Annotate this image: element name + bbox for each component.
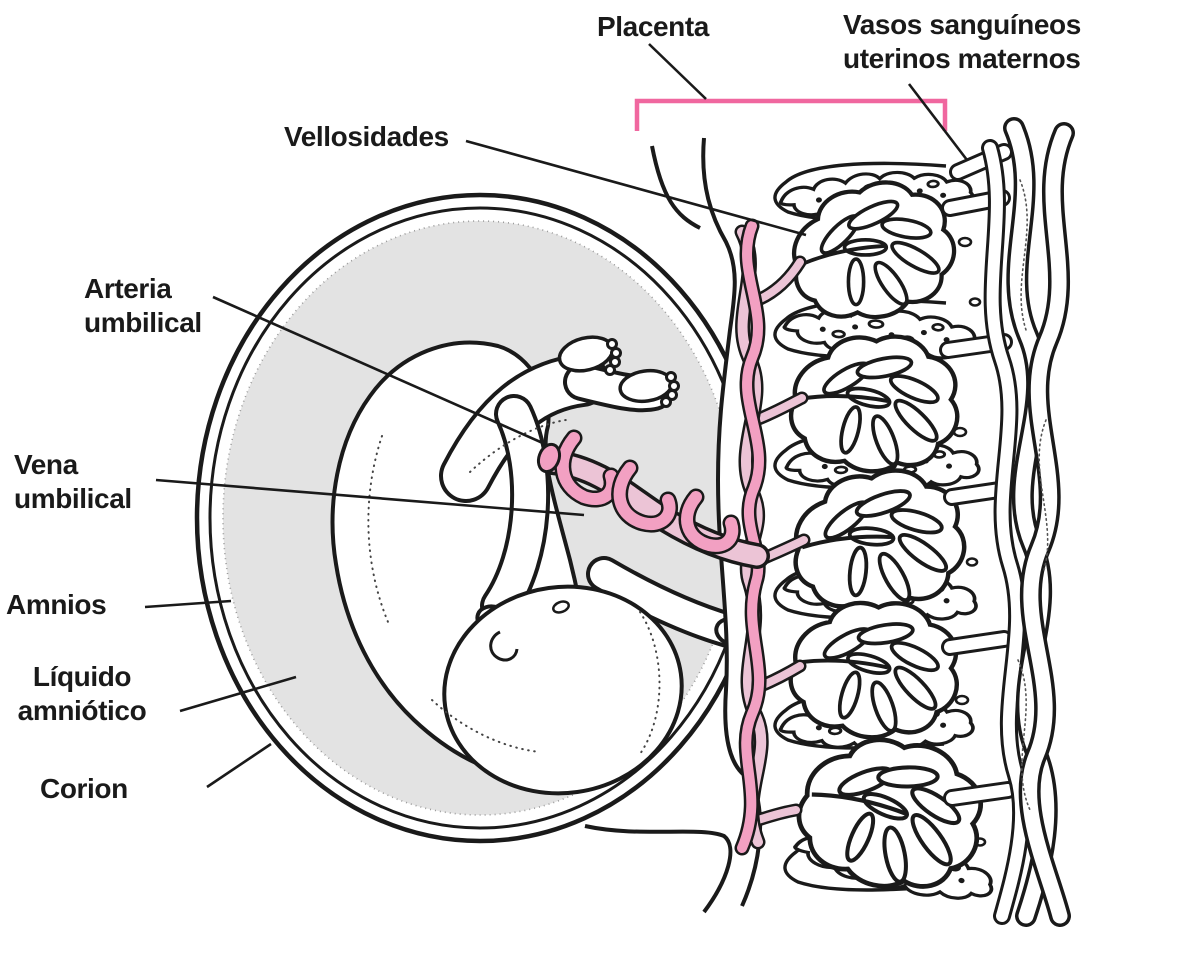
- fetus-ear: [489, 630, 519, 662]
- label-vasos-line2: uterinos maternos: [843, 43, 1081, 74]
- liquido-leader: [179, 675, 297, 713]
- fetus-head: [442, 584, 684, 796]
- label-vena-line2: umbilical: [14, 483, 132, 514]
- label-corion-text: Corion: [40, 773, 128, 804]
- chorionic-plate-vessels: [734, 218, 811, 856]
- fetus: [330, 335, 754, 796]
- label-corion: Corion: [40, 772, 128, 806]
- arteria-leader: [212, 295, 546, 446]
- label-amnios: Amnios: [6, 588, 107, 622]
- label-placenta-text: Placenta: [597, 11, 709, 42]
- label-liquido-amniotico: Líquido amniótico: [6, 660, 158, 728]
- corion-leader: [206, 742, 272, 789]
- label-placenta: Placenta: [597, 10, 709, 44]
- label-amnios-text: Amnios: [6, 589, 107, 620]
- maternal-uterine-vessels: [939, 117, 1075, 927]
- vellosidades-leader: [465, 139, 807, 237]
- sac-opening-top: [650, 145, 701, 230]
- label-vasos-sanguineos: Vasos sanguíneos uterinos maternos: [843, 8, 1081, 76]
- vasos-leader: [907, 83, 969, 161]
- label-vena-line1: Vena: [14, 449, 78, 480]
- label-arteria-line2: umbilical: [84, 307, 202, 338]
- label-liquido-line2: amniótico: [17, 695, 147, 726]
- label-liquido-line1: Líquido: [32, 661, 132, 692]
- label-vasos-line1: Vasos sanguíneos: [843, 9, 1081, 40]
- umbilical-arteries: [554, 429, 741, 555]
- placenta-bracket: [634, 98, 948, 131]
- vena-leader: [155, 478, 585, 517]
- label-vellosidades: Vellosidades: [284, 120, 449, 154]
- amnios-leader: [144, 599, 232, 609]
- leader-lines: [144, 43, 969, 789]
- sac-opening-bottom: [584, 824, 733, 914]
- umbilical-cord: [536, 429, 770, 569]
- placenta-leader: [648, 43, 707, 100]
- label-arteria-line1: Arteria: [84, 273, 172, 304]
- label-vellosidades-text: Vellosidades: [284, 121, 449, 152]
- fetus-feet: [557, 335, 680, 408]
- label-arteria-umbilical: Arteria umbilical: [84, 272, 202, 340]
- label-vena-umbilical: Vena umbilical: [14, 448, 132, 516]
